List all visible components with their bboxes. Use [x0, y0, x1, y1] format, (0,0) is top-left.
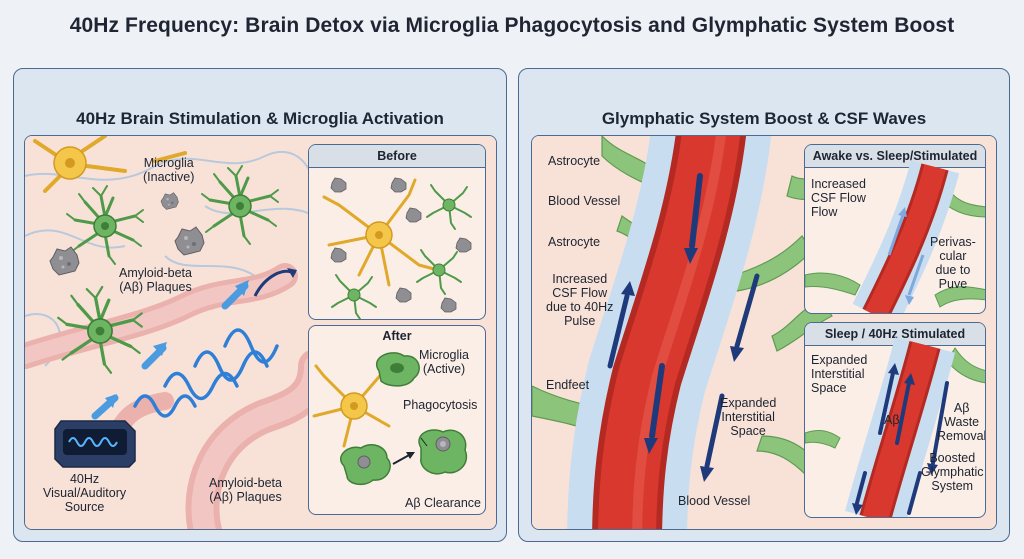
- label-microglia-active: Microglia(Active): [419, 348, 470, 376]
- label-blood-vessel-bottom: Blood Vessel: [678, 494, 751, 508]
- awake-heading: Awake vs. Sleep/Stimulated: [805, 145, 985, 168]
- label-blood-vessel-top: Blood Vessel: [548, 194, 621, 208]
- left-panel-title: 40Hz Brain Stimulation & Microglia Activ…: [76, 109, 444, 128]
- before-inset: Before: [308, 144, 486, 320]
- before-illustration: [322, 177, 472, 319]
- sleep-heading: Sleep / 40Hz Stimulated: [805, 323, 985, 346]
- label-amyloid-bottom: Amyloid-beta(Aβ) Plaques: [209, 476, 282, 504]
- label-endfeet: Endfeet: [546, 378, 590, 392]
- right-scene: Astrocyte Blood Vessel Astrocyte Increas…: [531, 135, 997, 530]
- after-illustration: [312, 352, 468, 486]
- awake-illustration: [805, 160, 985, 313]
- label-amyloid-top: Amyloid-beta(Aβ) Plaques: [119, 266, 192, 294]
- label-phagocytosis: Phagocytosis: [403, 398, 478, 412]
- right-panel-title: Glymphatic System Boost & CSF Waves: [601, 109, 927, 128]
- label-microglia-inactive: Microglia(Inactive): [143, 156, 195, 184]
- label-astrocyte-mid: Astrocyte: [548, 235, 601, 249]
- after-inset: After Microglia(Active) Phagocytosis Aβ …: [308, 325, 486, 515]
- after-heading: After: [382, 329, 412, 343]
- sleep-inset: Sleep / 40Hz Stimulated: [804, 322, 986, 518]
- before-heading: Before: [309, 145, 485, 168]
- label-astrocyte-top: Astrocyte: [548, 154, 601, 168]
- sleep-illustration: [805, 337, 985, 517]
- label-abeta-clearance: Aβ Clearance: [405, 496, 481, 510]
- left-scene: Microglia(Inactive) Amyloid-beta(Aβ) Pla…: [24, 135, 497, 530]
- main-title: 40Hz Frequency: Brain Detox via Microgli…: [69, 14, 955, 37]
- label-sleep-abeta: Aβ: [884, 413, 900, 427]
